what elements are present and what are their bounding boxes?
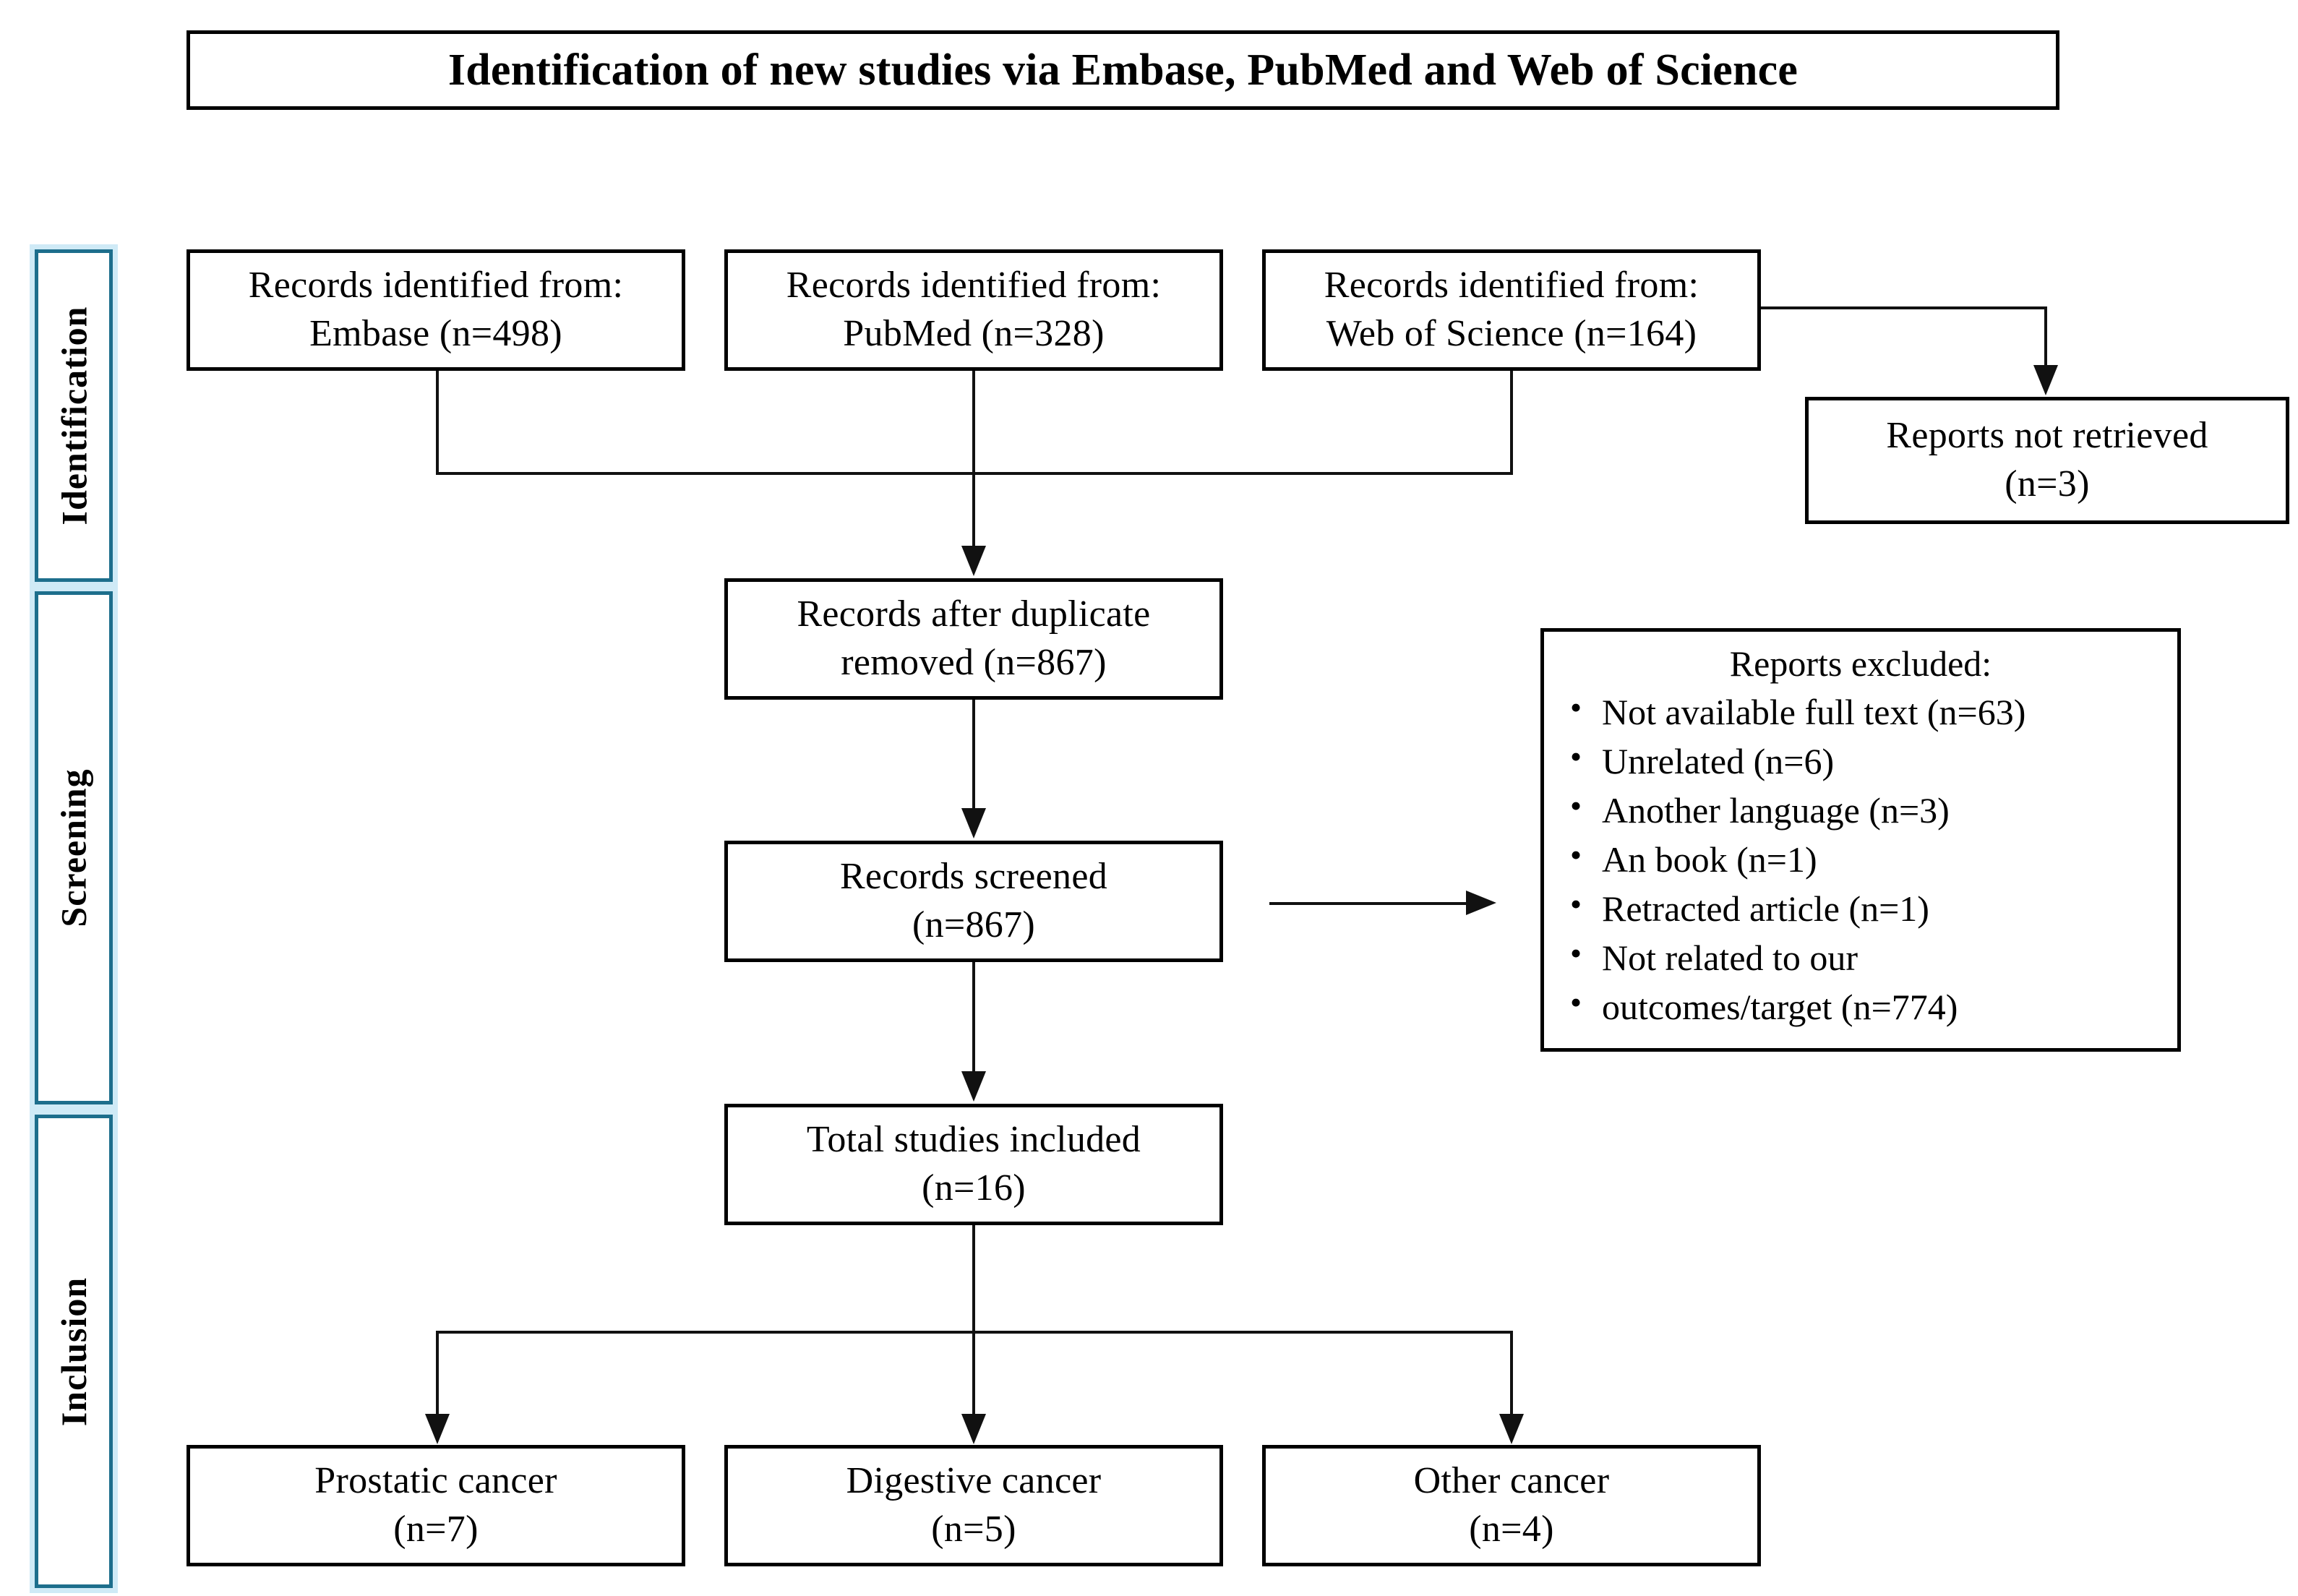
arrowhead-screened-to-included xyxy=(961,1071,986,1102)
source-embase-line1: Records identified from: xyxy=(248,265,624,306)
excluded-item: Not related to our xyxy=(1557,932,2164,982)
not-retrieved-line2: (n=3) xyxy=(2005,463,2090,505)
excluded-list: Not available full text (n=63) Unrelated… xyxy=(1557,686,2164,1031)
arrowhead-merge-to-dedup xyxy=(961,546,986,576)
connector-wos-to-not-retrieved-v xyxy=(2044,306,2047,367)
source-box-embase: Records identified from: Embase (n=498) xyxy=(187,249,685,371)
source-wos-line2: Web of Science (n=164) xyxy=(1326,313,1697,354)
records-after-duplicate-removed-box: Records after duplicate removed (n=867) xyxy=(724,578,1223,700)
phase-label-identification: Identification xyxy=(35,249,113,582)
source-pubmed-line2: PubMed (n=328) xyxy=(843,313,1105,354)
total-studies-included-box: Total studies included (n=16) xyxy=(724,1104,1223,1225)
outcome-box-digestive-cancer: Digestive cancer (n=5) xyxy=(724,1445,1223,1566)
arrowhead-screened-to-excluded xyxy=(1466,891,1496,915)
connector-merge-to-dedup xyxy=(972,472,975,549)
included-line2: (n=16) xyxy=(922,1167,1026,1209)
excluded-item-continuation: outcomes/target (n=774) xyxy=(1557,981,2164,1031)
included-line1: Total studies included xyxy=(806,1119,1141,1161)
outcome-box-prostatic-cancer: Prostatic cancer (n=7) xyxy=(187,1445,685,1566)
phase-label-inclusion: Inclusion xyxy=(35,1115,113,1588)
connector-screened-to-included xyxy=(972,962,975,1072)
connector-screened-to-excluded xyxy=(1269,902,1468,905)
phase-label-identification-text: Identification xyxy=(53,306,94,525)
source-pubmed-line1: Records identified from: xyxy=(786,265,1162,306)
reports-not-retrieved-box: Reports not retrieved (n=3) xyxy=(1805,397,2289,524)
source-box-web-of-science: Records identified from: Web of Science … xyxy=(1262,249,1761,371)
connector-wos-down xyxy=(1510,371,1513,473)
source-box-pubmed: Records identified from: PubMed (n=328) xyxy=(724,249,1223,371)
outcome-other-line1: Other cancer xyxy=(1413,1460,1610,1502)
screened-line2: (n=867) xyxy=(912,904,1036,945)
arrowhead-wos-to-not-retrieved xyxy=(2033,365,2058,395)
connector-split-to-digestive xyxy=(972,1331,975,1416)
diagram-title-text: Identification of new studies via Embase… xyxy=(447,45,1798,95)
outcome-other-line2: (n=4) xyxy=(1469,1509,1554,1550)
excluded-item: Not available full text (n=63) xyxy=(1557,686,2164,736)
connector-split-to-prostatic xyxy=(436,1331,439,1416)
excluded-item: Retracted article (n=1) xyxy=(1557,883,2164,932)
arrowhead-dedup-to-screened xyxy=(961,808,986,838)
dedup-line1: Records after duplicate xyxy=(797,593,1151,635)
source-embase-line2: Embase (n=498) xyxy=(309,313,562,354)
outcome-box-other-cancer: Other cancer (n=4) xyxy=(1262,1445,1761,1566)
connector-dedup-to-screened xyxy=(972,700,975,810)
connector-pubmed-down xyxy=(972,371,975,473)
connector-split-to-other xyxy=(1510,1331,1513,1416)
excluded-item: Another language (n=3) xyxy=(1557,784,2164,834)
excluded-title: Reports excluded: xyxy=(1729,643,1992,684)
not-retrieved-line1: Reports not retrieved xyxy=(1886,415,2208,457)
outcome-prostatic-line1: Prostatic cancer xyxy=(314,1460,557,1502)
diagram-title: Identification of new studies via Embase… xyxy=(187,30,2059,110)
arrowhead-split-to-digestive xyxy=(961,1414,986,1444)
outcome-digestive-line1: Digestive cancer xyxy=(846,1460,1102,1502)
phase-label-screening: Screening xyxy=(35,591,113,1104)
phase-label-screening-text: Screening xyxy=(53,768,94,927)
screened-line1: Records screened xyxy=(839,856,1108,898)
phase-label-inclusion-text: Inclusion xyxy=(53,1277,95,1426)
reports-excluded-box: Reports excluded: Not available full tex… xyxy=(1540,628,2181,1052)
excluded-item: Unrelated (n=6) xyxy=(1557,735,2164,785)
source-wos-line1: Records identified from: xyxy=(1324,265,1699,306)
outcome-prostatic-line2: (n=7) xyxy=(393,1509,479,1550)
connector-wos-to-not-retrieved-h xyxy=(1761,306,2046,309)
connector-included-down xyxy=(972,1225,975,1332)
outcome-digestive-line2: (n=5) xyxy=(931,1509,1016,1550)
connector-embase-down xyxy=(436,371,439,473)
dedup-line2: removed (n=867) xyxy=(841,642,1107,683)
arrowhead-split-to-other xyxy=(1499,1414,1524,1444)
records-screened-box: Records screened (n=867) xyxy=(724,841,1223,962)
arrowhead-split-to-prostatic xyxy=(425,1414,450,1444)
excluded-item: An book (n=1) xyxy=(1557,833,2164,883)
